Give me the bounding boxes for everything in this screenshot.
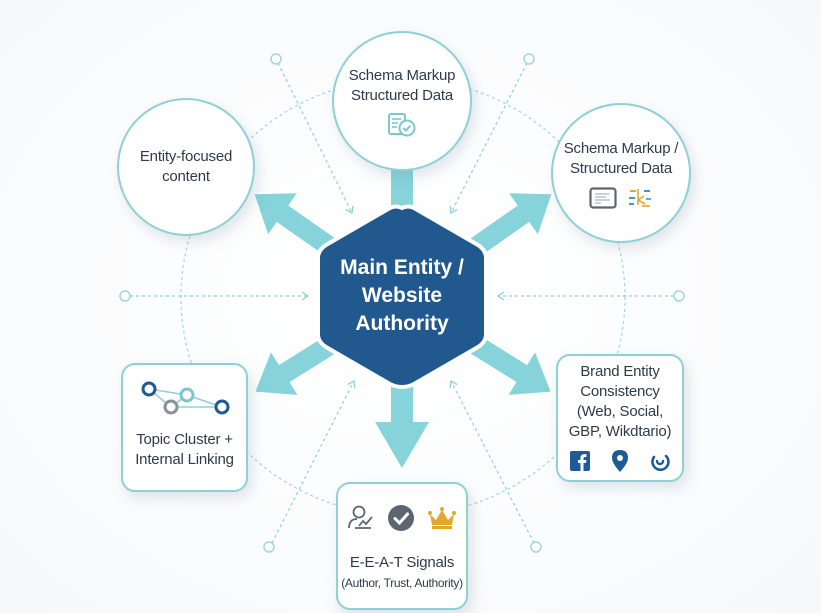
node-top-line-2: Structured Data bbox=[350, 86, 454, 104]
dashed-arrow-bottom-left bbox=[271, 379, 356, 544]
spoke-arrow-top-left bbox=[254, 193, 336, 256]
spoke-arrows bbox=[254, 165, 552, 468]
node-brand-entity-consistency: Brand Entity Consistency (Web, Social, G… bbox=[556, 354, 684, 482]
node-eeat-signals: E-E-A-T Signals (Author, Trust, Authorit… bbox=[336, 482, 468, 610]
node-top-left-line-1: Entity-focused bbox=[139, 148, 233, 165]
node-schema-markup-right: Schema Markup / Structured Data bbox=[551, 103, 691, 243]
hub-hexagon bbox=[316, 204, 488, 390]
hub-label: Main Entity / Website Authority bbox=[318, 205, 486, 387]
node-top-line-1: Schema Markup bbox=[348, 66, 456, 84]
dashed-inbound-arrows bbox=[130, 62, 674, 544]
map-pin-icon bbox=[612, 449, 628, 477]
node-bottom-title: E-E-A-T Signals bbox=[349, 554, 455, 571]
hub-label-line-2: Website bbox=[361, 284, 443, 307]
dashed-arrow-top-left bbox=[277, 62, 354, 215]
node-top-right-line-2: Structured Data bbox=[569, 159, 673, 177]
hub-label-line-3: Authority bbox=[355, 312, 449, 335]
network-nodes-icon bbox=[137, 379, 233, 424]
origin-dot-bottom-right bbox=[530, 541, 542, 553]
node-schema-markup-top: Schema Markup Structured Data bbox=[332, 31, 472, 171]
origin-dot-right bbox=[673, 290, 685, 302]
node-top-left-line-2: content bbox=[162, 168, 210, 185]
hub-label-line-1: Main Entity / bbox=[340, 256, 464, 279]
node-bottom-right-line-2: Consistency bbox=[580, 382, 660, 400]
node-topic-cluster: Topic Cluster + Internal Linking bbox=[121, 363, 248, 492]
spoke-arrow-top-right bbox=[470, 193, 552, 256]
checklist-document-icon bbox=[387, 112, 417, 143]
dashed-arrow-bottom-right bbox=[449, 379, 535, 544]
origin-dot-top-left bbox=[270, 53, 282, 65]
data-tree-icon bbox=[627, 187, 653, 214]
crown-icon bbox=[427, 506, 457, 535]
node-bottom-subtitle: (Author, Trust, Authority) bbox=[341, 576, 463, 590]
spoke-arrow-bottom-left bbox=[255, 336, 336, 395]
node-entity-focused-content: Entity-focused content bbox=[117, 98, 255, 236]
origin-dot-left bbox=[119, 290, 131, 302]
code-window-icon bbox=[589, 186, 617, 214]
node-bottom-right-line-1: Brand Entity bbox=[580, 362, 660, 380]
spoke-arrow-bottom bbox=[375, 380, 429, 468]
origin-dot-bottom-left bbox=[263, 541, 275, 553]
facebook-icon bbox=[570, 450, 590, 476]
dashed-arrow-origins bbox=[119, 53, 685, 553]
dashed-arrow-top-right bbox=[449, 62, 528, 215]
node-bottom-left-line-2: Internal Linking bbox=[135, 451, 234, 468]
node-top-right-line-1: Schema Markup / bbox=[563, 139, 679, 157]
orbit-ring bbox=[180, 78, 626, 516]
author-icon bbox=[347, 504, 375, 537]
spoke-arrow-top bbox=[391, 165, 413, 215]
node-bottom-left-line-1: Topic Cluster + bbox=[136, 431, 233, 448]
check-badge-icon bbox=[387, 504, 415, 537]
node-bottom-right-line-3: (Web, Social, bbox=[576, 402, 664, 420]
brand-swirl-icon bbox=[650, 451, 670, 476]
origin-dot-top-right bbox=[523, 53, 535, 65]
spoke-arrow-bottom-right bbox=[470, 336, 551, 395]
node-bottom-right-line-4: GBP, Wikdtario) bbox=[568, 422, 672, 440]
